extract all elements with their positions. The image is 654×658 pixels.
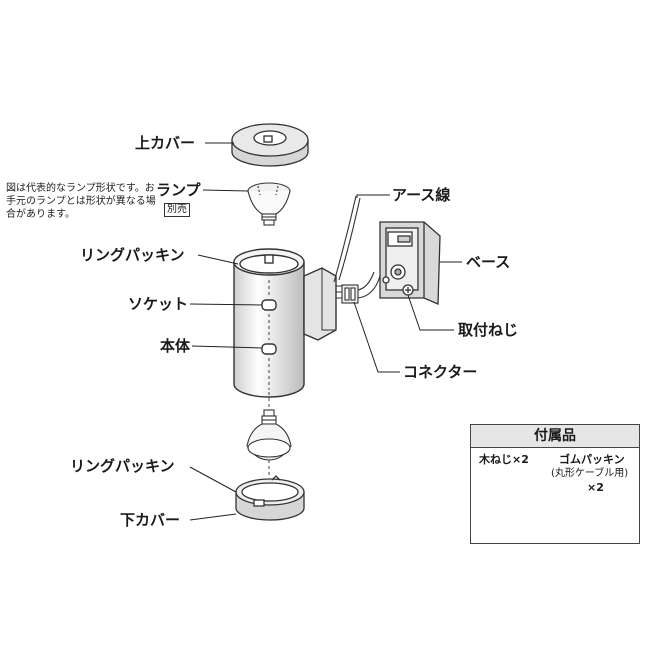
lamp-shape-note: 図は代表的なランプ形状です。お手元のランプとは形状が異なる場合があります。 bbox=[6, 183, 156, 220]
lamp-lower bbox=[246, 392, 292, 476]
label-base: ベース bbox=[466, 253, 511, 271]
rubber-packing-sub-label: (丸形ケーブル用) bbox=[551, 468, 629, 479]
rubber-packing-label: ゴムパッキン bbox=[559, 453, 625, 466]
earth-wire bbox=[333, 195, 361, 283]
top-cover bbox=[231, 123, 309, 167]
connector bbox=[336, 271, 381, 304]
leader-lines bbox=[189, 142, 462, 521]
label-body: 本体 bbox=[160, 337, 191, 355]
accessories-box: 付属品 木ねじ×2 ゴムパッキン (丸形ケーブル用) ×2 bbox=[470, 424, 640, 544]
label-bottom-cover: 下カバー bbox=[120, 511, 181, 529]
base-plate bbox=[379, 221, 441, 305]
rubber-packing-qty: ×2 bbox=[587, 481, 604, 494]
label-socket: ソケット bbox=[128, 295, 189, 313]
lamp-upper bbox=[247, 182, 291, 226]
label-ring-packing-top: リングパッキン bbox=[80, 246, 185, 264]
label-earth-wire: アース線 bbox=[392, 186, 451, 204]
label-mounting-screw: 取付ねじ bbox=[458, 321, 519, 339]
label-top-cover: 上カバー bbox=[135, 134, 196, 152]
wood-screw-label: 木ねじ×2 bbox=[479, 453, 529, 466]
sold-separately-badge: 別売 bbox=[164, 203, 190, 217]
label-connector: コネクター bbox=[403, 363, 478, 381]
body-cylinder bbox=[233, 248, 337, 398]
label-ring-packing-bottom: リングパッキン bbox=[70, 457, 175, 475]
label-lamp: ランプ bbox=[156, 181, 201, 199]
accessories-title: 付属品 bbox=[471, 425, 639, 448]
bottom-cover bbox=[235, 475, 305, 521]
